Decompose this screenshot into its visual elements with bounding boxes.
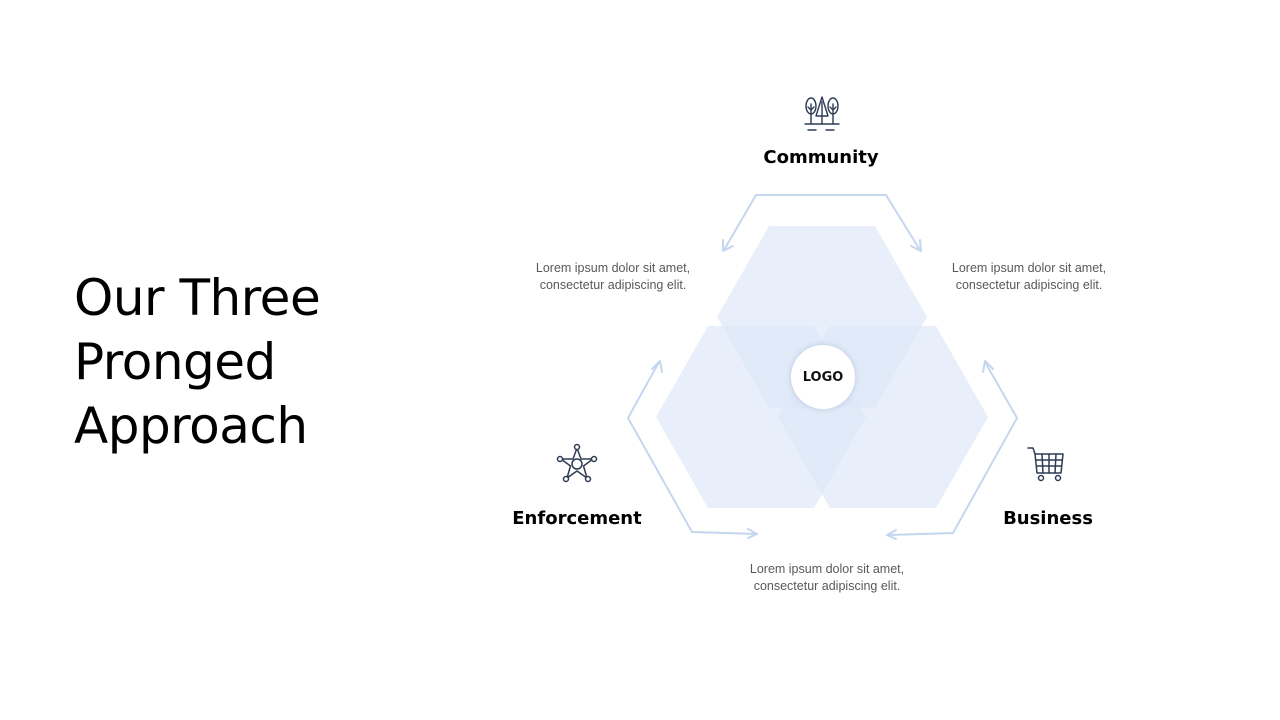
description-left: Lorem ipsum dolor sit amet, consectetur … [535,261,691,292]
title-line-3: Approach [74,397,308,455]
arrow-left [627,361,758,535]
arrowhead-right-top [982,360,994,373]
description-bottom: Lorem ipsum dolor sit amet, consectetur … [749,562,905,593]
page-title: Our Three Pronged Approach [74,266,394,458]
arrow-top [723,194,921,251]
arrowhead-left-top [651,360,663,373]
arrowhead-right-bottom [886,529,897,540]
cycle-arrows [627,194,1018,540]
prong-label-enforcement: Enforcement [512,508,642,529]
prong-label-community: Community [763,147,879,168]
shopping-cart-icon [1027,447,1064,482]
description-right: Lorem ipsum dolor sit amet, consectetur … [951,261,1107,292]
title-line-1: Our Three [74,269,321,327]
arrowhead-top-left [722,239,734,252]
sheriff-star-icon [556,443,598,483]
arrowhead-left-bottom [747,528,758,539]
logo-badge: LOGO [791,345,855,409]
title-line-2: Pronged [74,333,276,391]
arrowhead-top-right [910,239,922,252]
prong-label-business: Business [1003,508,1093,529]
arrow-right [886,361,1018,536]
trees-icon [804,96,840,131]
